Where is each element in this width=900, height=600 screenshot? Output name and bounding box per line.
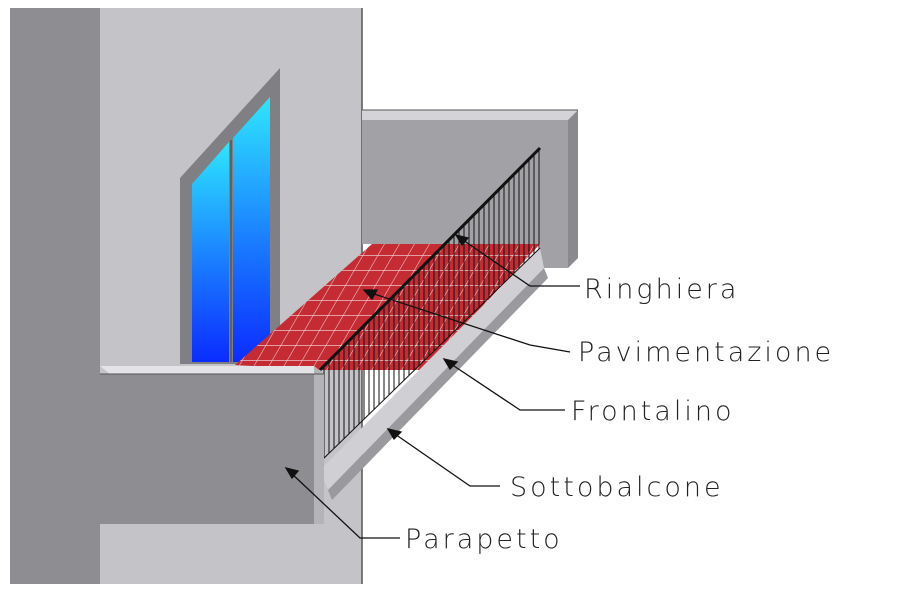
label-parapetto: Parapetto xyxy=(405,524,563,555)
label-pavimentazione: Pavimentazione xyxy=(578,337,834,368)
balcony-side-wall-end xyxy=(568,110,578,268)
leader-ringhiera xyxy=(454,233,580,287)
leader-frontalino xyxy=(442,358,565,411)
floor-tiles xyxy=(235,244,540,370)
frontalino xyxy=(320,248,544,490)
door-glass-left xyxy=(192,142,229,362)
label-ringhiera: Ringhiera xyxy=(584,274,739,305)
parapetto-top xyxy=(100,366,324,374)
label-frontalino: Frontalino xyxy=(571,396,734,427)
leader-sottobalcone xyxy=(386,428,500,487)
wall-left-strip xyxy=(10,8,100,584)
door-glass-right xyxy=(233,97,270,362)
balcony-side-wall xyxy=(362,110,568,268)
leader-parapetto xyxy=(284,466,400,539)
sottobalcone xyxy=(328,268,548,500)
label-sottobalcone: Sottobalcone xyxy=(510,472,724,503)
parapetto xyxy=(100,374,314,524)
parapetto-side xyxy=(314,366,324,524)
balcony-side-wall-top xyxy=(362,110,578,120)
leader-pavimentazione xyxy=(362,289,571,353)
railing xyxy=(318,146,542,463)
